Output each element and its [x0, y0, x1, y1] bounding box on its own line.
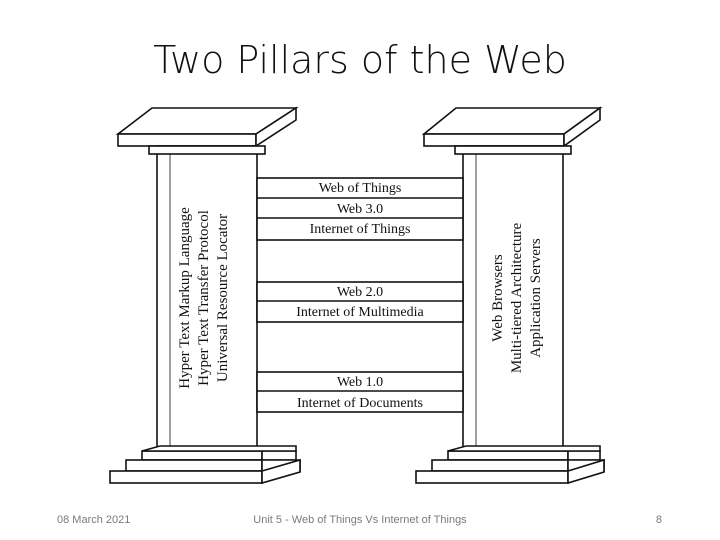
right-pillar	[415, 106, 605, 485]
right-pillar-line-3: Application Servers	[528, 238, 544, 358]
left-pillar-line-1: Hyper Text Markup Language	[177, 207, 193, 389]
level-web1-top-label: Web 1.0	[337, 375, 383, 390]
level-web3-top-label: Web of Things	[319, 181, 402, 196]
footer-date: 08 March 2021	[57, 514, 131, 526]
level-web3	[256, 177, 464, 241]
page-number: 8	[655, 514, 662, 526]
left-pillar-line-3: Universal Resource Locator	[215, 214, 231, 382]
left-pillar	[109, 106, 301, 485]
level-web3-bottom-label: Internet of Things	[310, 222, 411, 237]
left-pillar-line-2: Hyper Text Transfer Protocol	[196, 210, 212, 386]
level-web2	[256, 281, 464, 323]
level-web1-bottom-label: Internet of Documents	[297, 396, 423, 411]
right-pillar-line-1: Web Browsers	[490, 254, 506, 342]
level-web3-mid-label: Web 3.0	[337, 202, 383, 217]
level-web1	[256, 371, 464, 413]
right-pillar-line-2: Multi-tiered Architecture	[509, 222, 525, 373]
level-web2-top-label: Web 2.0	[337, 285, 383, 300]
footer-title: Unit 5 - Web of Things Vs Internet of Th…	[253, 514, 467, 526]
slide-title: Two Pillars of the Web	[153, 38, 567, 82]
level-web2-bottom-label: Internet of Multimedia	[296, 305, 424, 320]
